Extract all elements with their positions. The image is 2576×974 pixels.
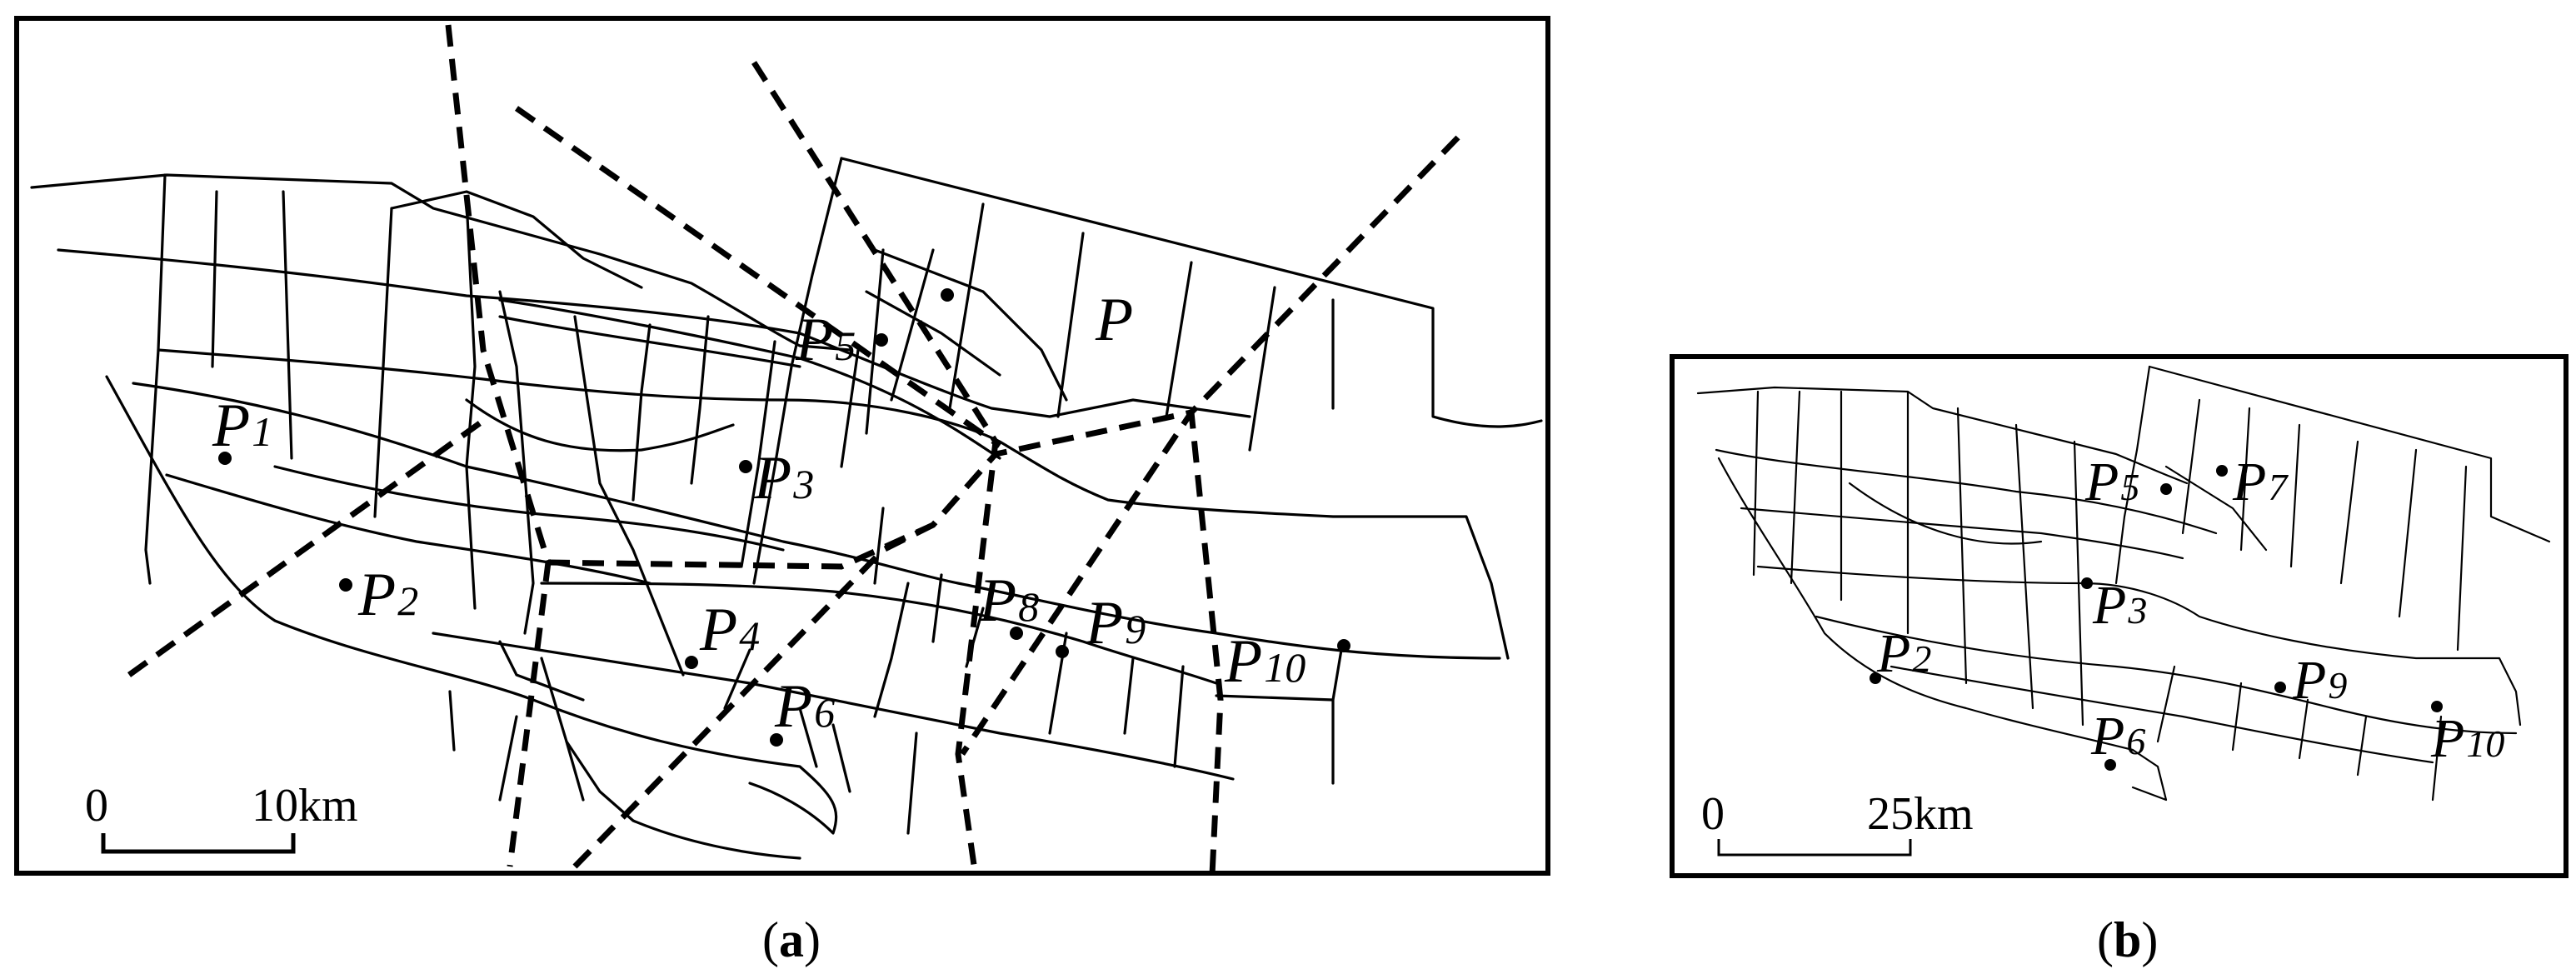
point-b-p7-marker bbox=[2216, 465, 2228, 477]
point-b-p5-marker bbox=[2160, 483, 2172, 495]
scale-bar-a-start: 0 bbox=[85, 780, 108, 832]
point-a-p-marker bbox=[941, 288, 954, 302]
scale-bar-b-start: 0 bbox=[1701, 788, 1725, 840]
point-label-a-p6: P6 bbox=[774, 672, 835, 741]
point-label-a-p5: P5 bbox=[795, 306, 856, 374]
point-a-p4-marker bbox=[685, 656, 698, 669]
point-label-a-p9: P9 bbox=[1085, 589, 1146, 657]
point-a-p9-marker bbox=[1056, 645, 1069, 658]
caption-a: (a) bbox=[762, 912, 821, 967]
panel-a-scale-bar: 0 10km bbox=[85, 780, 358, 854]
panel-b-road-network bbox=[1696, 365, 2551, 802]
point-a-p10-marker bbox=[1337, 639, 1350, 652]
scale-bar-a-line bbox=[101, 833, 296, 854]
point-label-a-p2: P2 bbox=[357, 561, 418, 629]
point-label-b-p2: P2 bbox=[1876, 623, 1931, 684]
point-label-b-p6: P6 bbox=[2090, 706, 2145, 767]
panel-b-point-markers bbox=[1870, 465, 2443, 771]
point-b-p6-marker bbox=[2104, 759, 2116, 771]
point-label-a-p1: P1 bbox=[212, 392, 272, 460]
point-label-a-p4: P4 bbox=[699, 596, 760, 664]
caption-b: (b) bbox=[2097, 912, 2158, 967]
panel-a-road-network bbox=[30, 157, 1543, 860]
panel-b-frame bbox=[1670, 354, 2569, 878]
point-label-a-p10: P10 bbox=[1224, 627, 1305, 696]
panel-a-point-labels: P1 P2 P3 P4 P5 P6 P8 P9 P10 P bbox=[212, 286, 1305, 741]
point-b-p9-marker bbox=[2274, 682, 2286, 693]
point-b-p3-marker bbox=[2081, 577, 2093, 589]
point-label-b-p3: P3 bbox=[2092, 575, 2147, 636]
panel-a: P1 P2 P3 P4 P5 P6 P8 P9 P10 P 0 10km (a) bbox=[14, 16, 1550, 967]
scale-bar-b-line bbox=[1717, 839, 1912, 857]
point-a-p8-marker bbox=[1010, 627, 1023, 640]
panel-a-point-markers bbox=[218, 288, 1350, 747]
point-label-a-p3: P3 bbox=[753, 444, 814, 512]
point-label-a-p: P bbox=[1095, 286, 1133, 354]
point-a-p6-marker bbox=[770, 733, 783, 747]
panel-b-point-labels: P2 P3 P5 P6 P7 P9 P10 bbox=[1876, 452, 2504, 769]
point-label-b-p5: P5 bbox=[2084, 452, 2139, 512]
scale-bar-a-end: 10km bbox=[252, 780, 358, 832]
panel-a-dashed-boundaries bbox=[127, 24, 1460, 876]
point-b-p10-marker bbox=[2431, 701, 2443, 712]
point-label-a-p8: P8 bbox=[978, 567, 1039, 635]
point-label-b-p7: P7 bbox=[2232, 452, 2289, 512]
point-label-b-p10: P10 bbox=[2430, 708, 2504, 769]
point-a-p3-marker bbox=[739, 460, 752, 473]
point-a-p1-marker bbox=[218, 452, 232, 465]
scale-bar-b-end: 25km bbox=[1867, 788, 1974, 840]
point-a-p5-marker bbox=[875, 333, 888, 347]
point-a-p2-marker bbox=[339, 578, 352, 592]
panel-b-scale-bar: 0 25km bbox=[1701, 788, 1974, 857]
panel-a-frame bbox=[14, 16, 1550, 876]
panel-b: P2 P3 P5 P6 P7 P9 P10 0 25km (b) bbox=[1670, 354, 2569, 967]
point-label-b-p9: P9 bbox=[2292, 650, 2347, 711]
point-b-p2-marker bbox=[1870, 672, 1881, 684]
